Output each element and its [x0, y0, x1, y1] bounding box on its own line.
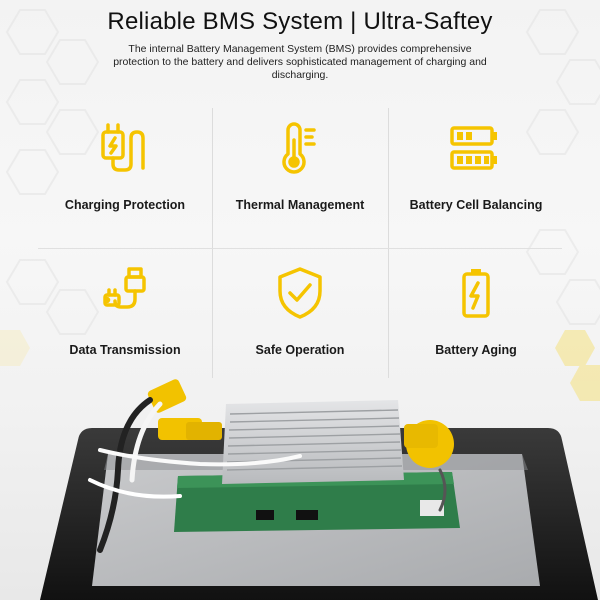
battery-bolt-icon	[462, 269, 490, 318]
page-title: Reliable BMS System | Ultra-Saftey	[107, 8, 493, 35]
feature-thermal-management: Thermal Management	[213, 108, 387, 243]
feature-label: Data Transmission	[69, 343, 181, 357]
usb-cable-icon	[103, 267, 146, 309]
charging-plug-icon	[101, 123, 145, 172]
hexagon-pattern-decoration	[0, 9, 100, 366]
thermometer-icon	[282, 122, 316, 174]
feature-label: Safe Operation	[255, 343, 345, 357]
hexagon-pattern-decoration	[525, 9, 600, 401]
feature-label: Charging Protection	[64, 198, 186, 212]
feature-label: Battery Aging	[435, 343, 517, 357]
grid-divider	[388, 108, 389, 378]
feature-charging-protection: Charging Protection	[38, 108, 212, 243]
grid-divider	[212, 108, 213, 378]
feature-battery-aging: Battery Aging	[389, 253, 563, 388]
feature-label: Battery Cell Balancing	[409, 198, 543, 212]
page-description: The internal Battery Management System (…	[113, 43, 487, 81]
bms-board-photo	[40, 379, 598, 600]
battery-levels-icon	[450, 126, 497, 170]
grid-divider	[38, 248, 562, 249]
feature-battery-cell-balancing: Battery Cell Balancing	[389, 108, 563, 243]
feature-data-transmission: Data Transmission	[38, 253, 212, 388]
feature-label: Thermal Management	[235, 198, 365, 212]
shield-check-icon	[278, 267, 322, 319]
feature-grid: Charging Protection Thermal Management B	[38, 108, 562, 378]
feature-safe-operation: Safe Operation	[213, 253, 387, 388]
